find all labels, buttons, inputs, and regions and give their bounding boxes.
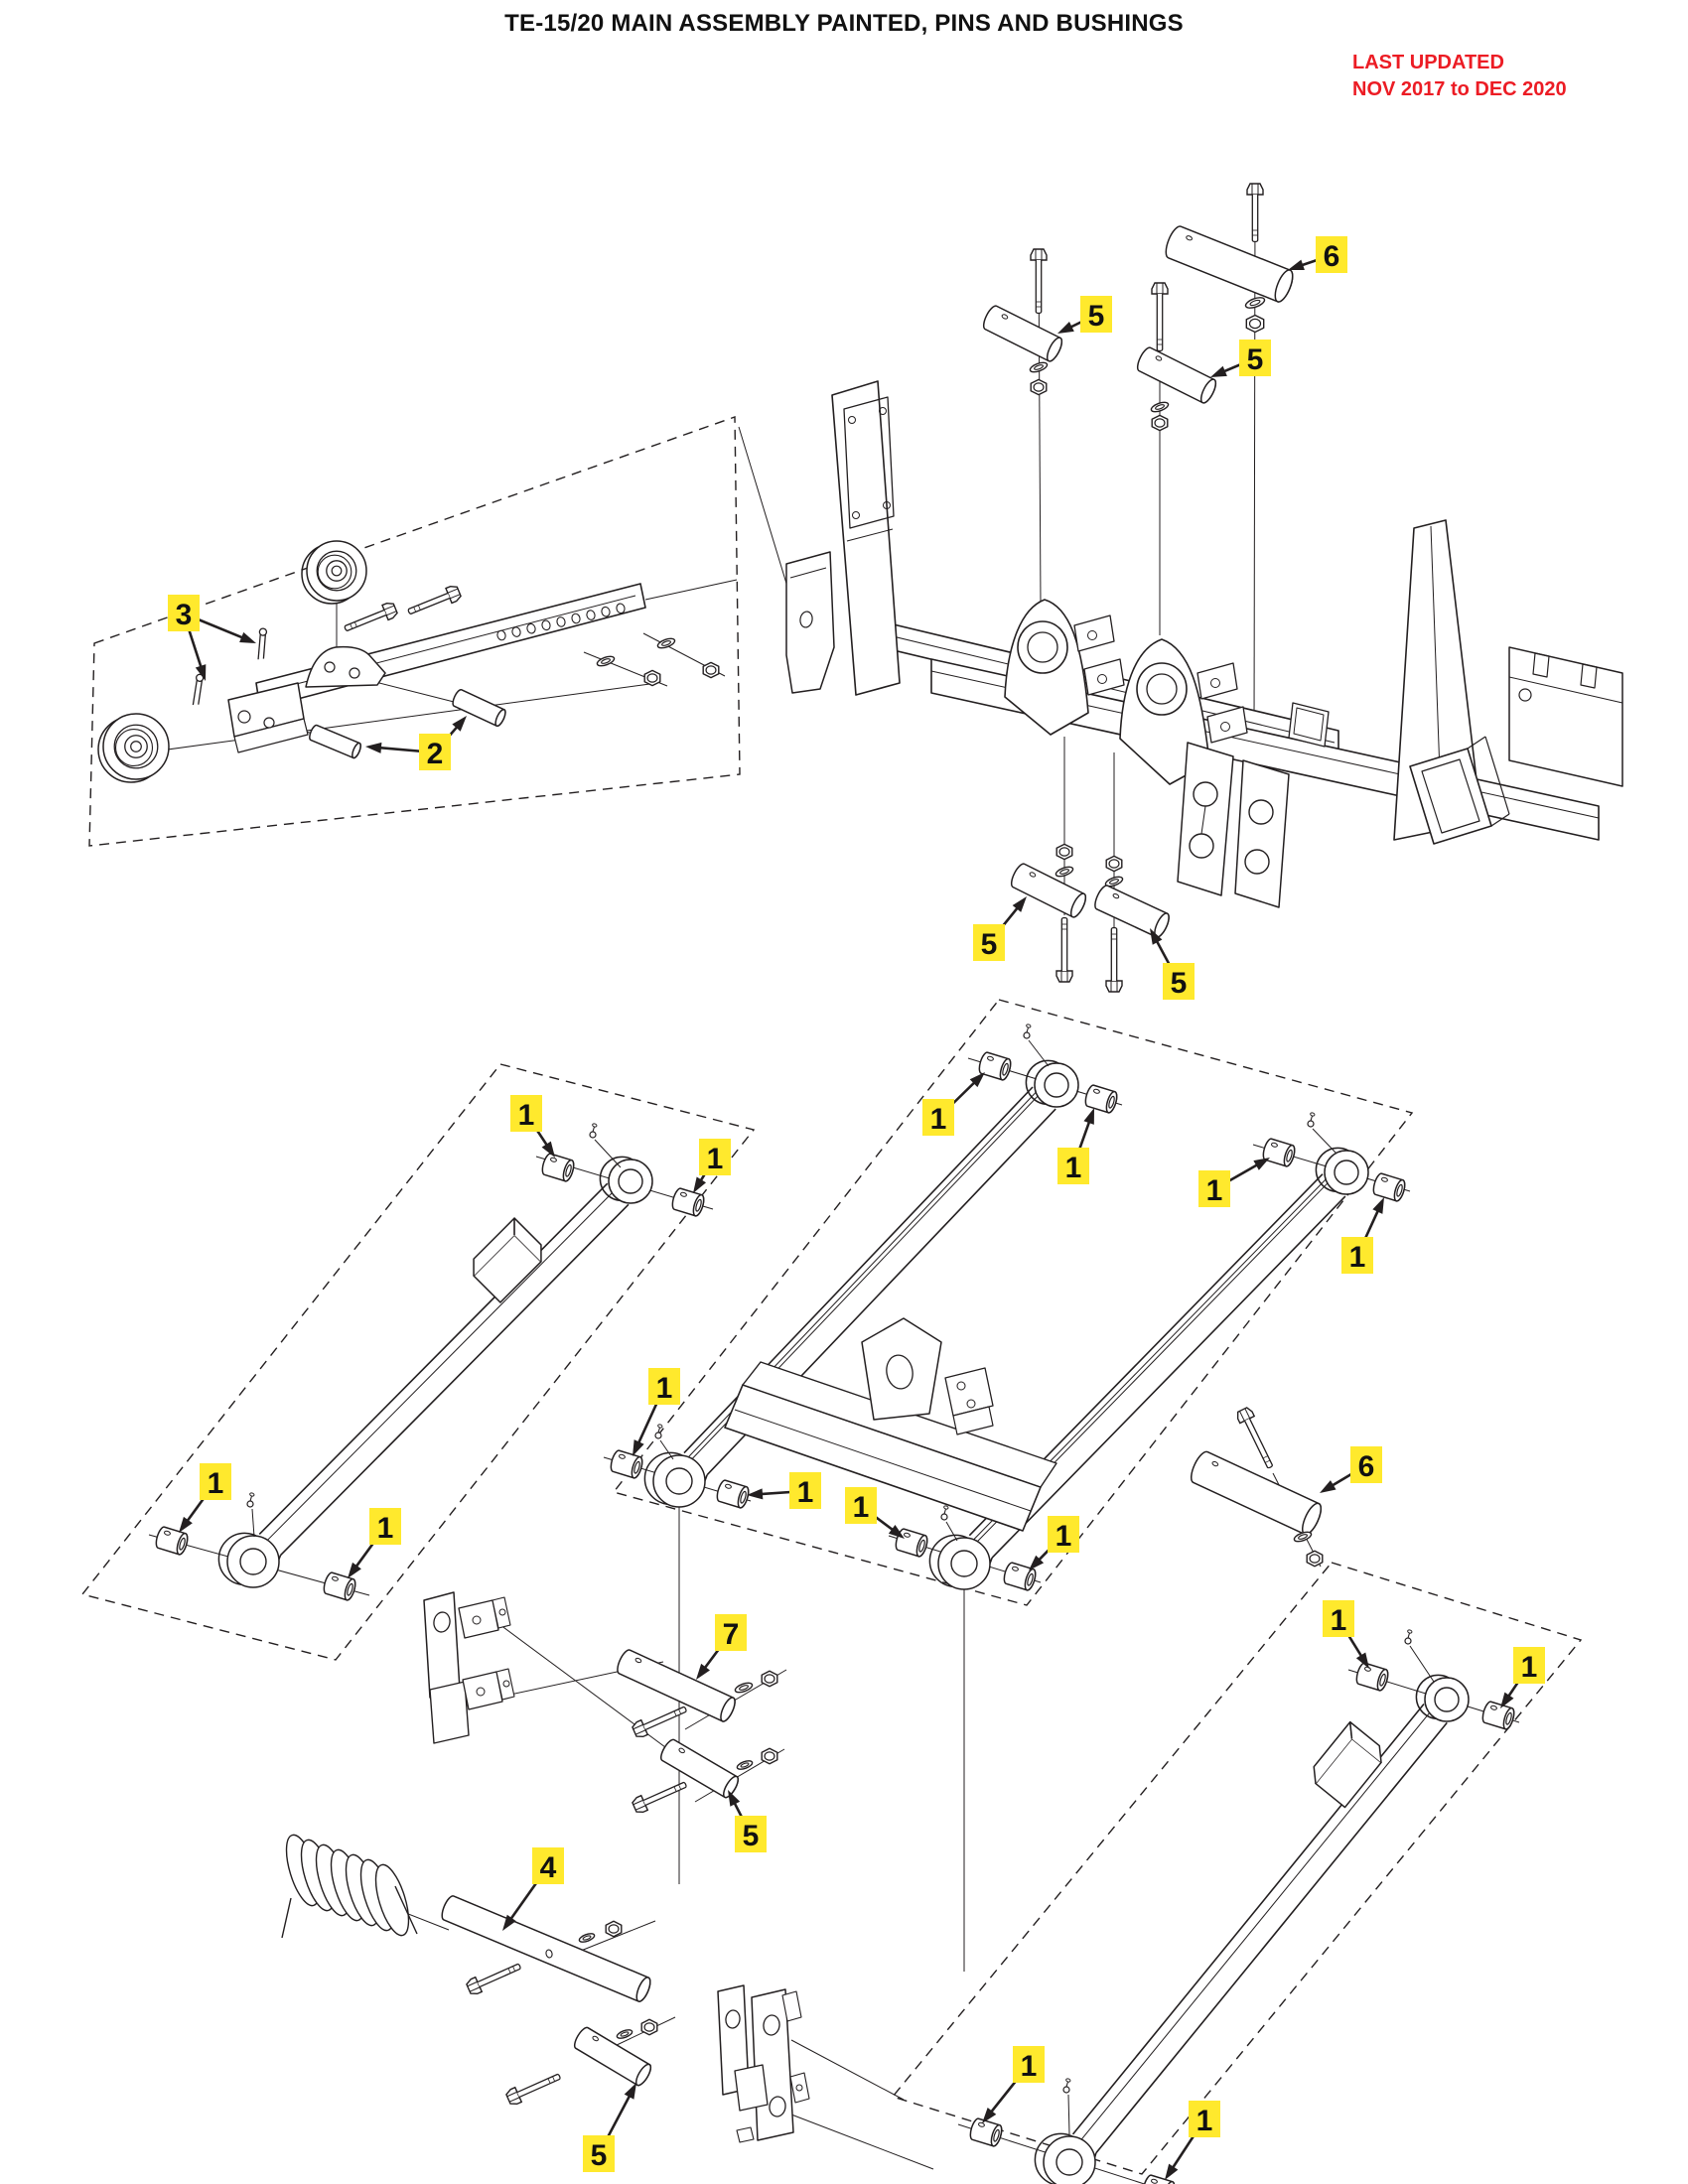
hitch-bracket-upper [423,1591,515,1744]
callout-number: 1 [656,1372,673,1405]
callout-part-3[interactable]: 3 [168,595,256,681]
callout-number: 1 [1206,1174,1223,1207]
callout-part-1[interactable]: 1 [510,1095,555,1158]
callout-part-6[interactable]: 6 [1288,236,1347,273]
callout-number: 3 [176,599,193,631]
callout-number: 5 [1247,343,1264,376]
callout-part-1[interactable]: 1 [348,1508,401,1578]
pin-6-middle [1191,1407,1324,1568]
lift-arm-right [969,1629,1515,2184]
callout-part-7[interactable]: 7 [696,1614,747,1680]
torsion-spring [281,1834,418,1939]
callout-part-1[interactable]: 1 [633,1368,680,1456]
callout-number: 1 [853,1491,870,1524]
callout-number: 5 [743,1820,760,1852]
callout-number: 1 [1021,2050,1038,2083]
callout-number: 5 [1171,967,1188,1000]
center-frame-assembly [610,1024,1406,1591]
callout-number: 1 [208,1467,224,1500]
page-title: TE-15/20 MAIN ASSEMBLY PAINTED, PINS AND… [504,10,1184,37]
rod-4-assembly [441,1895,651,2002]
callout-number: 1 [1349,1241,1366,1274]
callout-number: 5 [591,2139,608,2172]
last-updated-line2: NOV 2017 to DEC 2020 [1352,78,1567,100]
callout-part-6[interactable]: 6 [1320,1446,1382,1493]
callout-number: 2 [427,738,444,770]
callout-number: 7 [723,1618,740,1651]
callout-part-1[interactable]: 1 [1057,1108,1094,1184]
callout-part-1[interactable]: 1 [1198,1158,1270,1207]
callout-part-1[interactable]: 1 [1323,1600,1369,1669]
callout-number: 1 [797,1476,814,1509]
pin-7-assembly [617,1649,778,1738]
callout-number: 4 [540,1851,557,1884]
callout-number: 1 [1331,1604,1347,1637]
pin-group-frame-bottom [1010,843,1170,993]
callout-number: 1 [930,1103,947,1136]
callout-number: 1 [1055,1520,1072,1553]
callout-part-1[interactable]: 1 [179,1463,231,1533]
callout-part-5[interactable]: 5 [1057,296,1112,334]
link-bracket-lower [717,1984,810,2143]
last-updated-note: LAST UPDATED NOV 2017 to DEC 2020 [1352,50,1650,103]
main-frame-weldment [785,380,1623,908]
pin-5-middle [632,1738,778,1814]
callout-part-5[interactable]: 5 [1210,340,1271,377]
callout-number: 6 [1358,1450,1375,1483]
callout-part-1[interactable]: 1 [1500,1647,1545,1708]
callout-number: 5 [1088,300,1105,333]
callout-part-5[interactable]: 5 [583,2083,636,2172]
callout-number: 1 [518,1099,535,1132]
callout-part-1[interactable]: 1 [747,1472,821,1509]
gauge-arm-assembly [97,540,720,783]
callout-part-1[interactable]: 1 [845,1487,905,1539]
callout-number: 6 [1324,240,1340,273]
callout-part-5[interactable]: 5 [973,896,1027,961]
callout-part-4[interactable]: 4 [502,1847,564,1931]
callout-part-1[interactable]: 1 [1029,1516,1079,1570]
callout-number: 1 [1065,1152,1082,1184]
callout-number: 1 [377,1512,394,1545]
last-updated-line1: LAST UPDATED [1352,52,1504,73]
callout-number: 1 [707,1143,724,1175]
callout-part-5[interactable]: 5 [1150,928,1195,1000]
callout-number: 5 [981,928,998,961]
callout-part-5[interactable]: 5 [728,1790,767,1852]
callout-number: 1 [1196,2105,1213,2137]
callout-number: 1 [1521,1651,1538,1684]
pin-group-top [982,183,1294,432]
callout-part-1[interactable]: 1 [922,1072,985,1136]
callout-part-1[interactable]: 1 [693,1139,731,1193]
callout-part-1[interactable]: 1 [1165,2101,1220,2180]
lift-arm-left [155,1123,705,1601]
pin-5-lower [505,2018,658,2106]
callout-part-1[interactable]: 1 [982,2046,1045,2123]
callout-part-1[interactable]: 1 [1341,1197,1384,1274]
callout-part-2[interactable]: 2 [365,716,467,770]
